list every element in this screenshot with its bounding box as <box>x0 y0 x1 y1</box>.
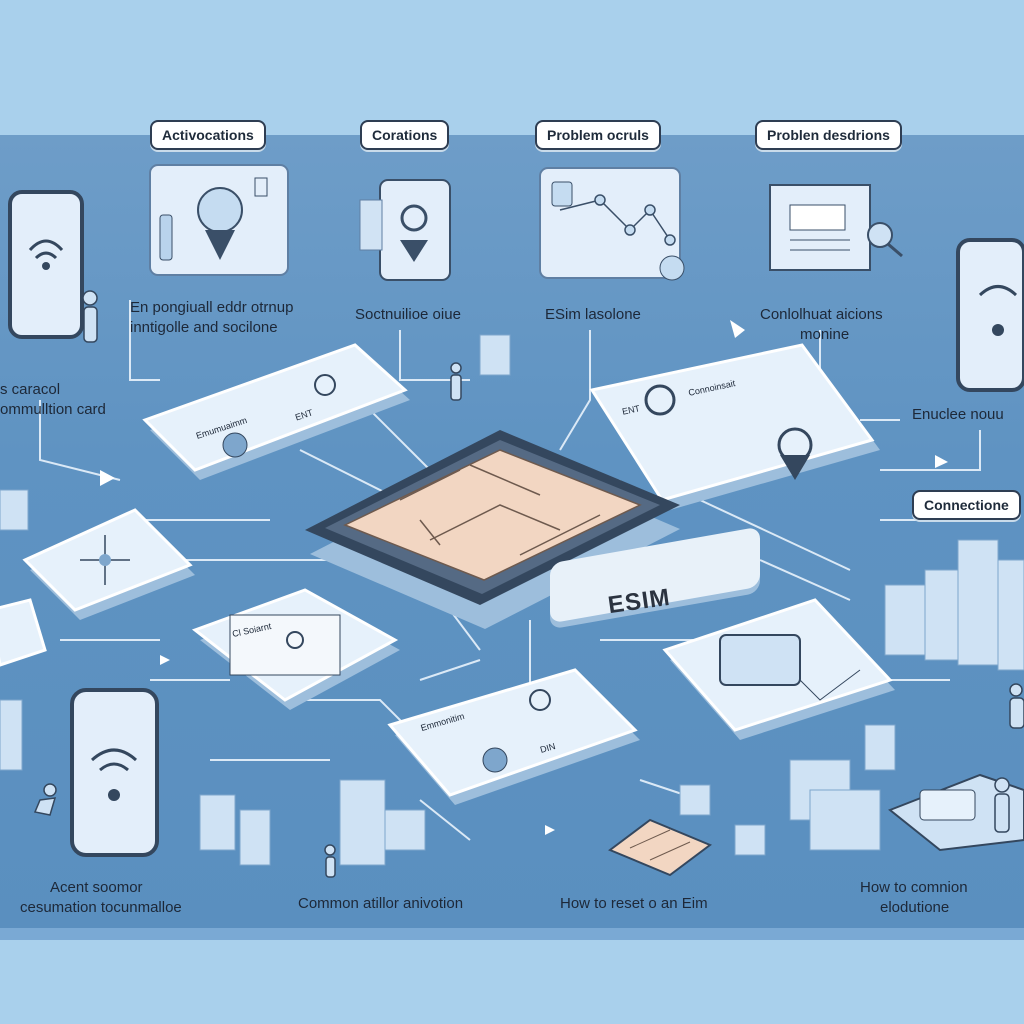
heading-activocations: Activocations <box>150 120 266 150</box>
card-left-edge <box>0 598 47 667</box>
sim-chip-icon <box>305 430 680 629</box>
box-icons <box>0 334 896 866</box>
caption-bottom-left-2: cesumation tocunmalloe <box>20 899 182 916</box>
thumbnail-phone <box>359 179 451 281</box>
caption-right-top-1: Conlolhuat aicions <box>760 306 883 323</box>
arrow-markers <box>100 320 948 835</box>
caption-left-edge-1: s caracol <box>0 381 61 398</box>
small-sim-card <box>608 818 712 877</box>
thumbnail-activation <box>149 164 289 276</box>
heading-connectione: Connectione <box>912 490 1021 520</box>
card-bottom <box>387 668 640 805</box>
card-top-right <box>589 343 880 510</box>
thumbnail-document <box>769 184 903 271</box>
caption-bottom-left-1: Acent soomor <box>50 879 143 896</box>
card-right-code: ENT <box>621 403 641 417</box>
person-icon <box>33 290 1024 878</box>
caption-esim-issue: ESim lasolone <box>545 306 641 323</box>
device-bottom-right <box>888 773 1024 852</box>
phone-icon-bottom <box>70 688 159 857</box>
caption-bottom-right-1: How to comnion <box>860 879 968 896</box>
heading-corations: Corations <box>360 120 450 150</box>
card-right-device <box>662 598 895 740</box>
caption-bottom-center: Common atillor anivotion <box>298 895 464 912</box>
heading-problen-desdrions: Problen desdrions <box>755 120 902 150</box>
caption-left-edge-2: ommulltion card <box>0 401 106 418</box>
caption-top-left-2: inntigolle and socilone <box>130 319 278 336</box>
caption-bottom-right-2: elodutione <box>880 899 950 916</box>
caption-center-top: Soctnuilioe oiue <box>355 306 461 323</box>
card-top-left <box>142 343 410 480</box>
card-mid-left <box>191 588 400 710</box>
caption-right-edge: Enuclee nouu <box>912 406 1004 423</box>
building-icon <box>884 539 1024 671</box>
caption-right-top-2: monine <box>800 326 850 343</box>
caption-bottom-mid: How to reset o an Eim <box>560 895 708 912</box>
caption-top-left-1: En pongiuall eddr otrnup <box>130 299 294 316</box>
heading-problem-ocruls: Problem ocruls <box>535 120 661 150</box>
board-edge <box>0 928 1024 940</box>
phone-icon-right <box>956 238 1024 392</box>
card-left-small <box>22 508 195 620</box>
thumbnail-network <box>539 167 685 281</box>
phone-icon-left <box>8 190 84 339</box>
